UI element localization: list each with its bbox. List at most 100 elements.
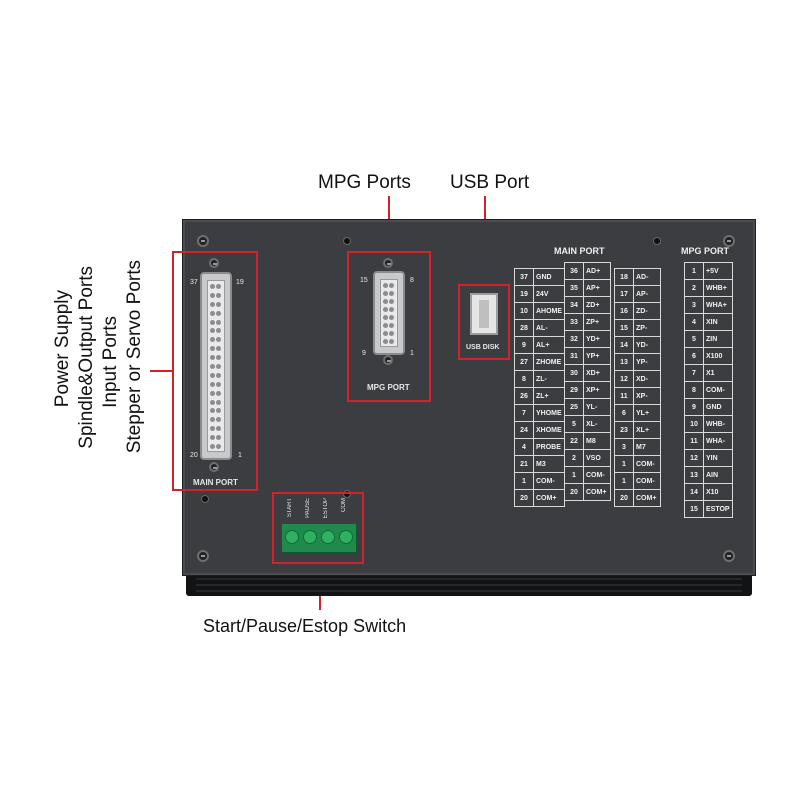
connector-pin bbox=[210, 399, 215, 405]
connector-pin bbox=[216, 355, 221, 361]
connector-pin bbox=[210, 435, 215, 441]
pin-signal: XL+ bbox=[633, 421, 661, 439]
pin-number: 10 bbox=[514, 302, 534, 320]
pin-signal: COM- bbox=[633, 472, 661, 490]
connector-pin bbox=[389, 307, 394, 312]
pin-number: 14 bbox=[614, 336, 634, 354]
connector-pin bbox=[216, 426, 221, 432]
pin-number: 15 bbox=[684, 500, 704, 518]
pin-number: 14 bbox=[684, 483, 704, 501]
terminal-screw-icon bbox=[285, 530, 299, 544]
connector-pin bbox=[216, 408, 221, 414]
pin-signal: XD+ bbox=[583, 364, 611, 382]
pin-number: 2 bbox=[684, 279, 704, 297]
pin-signal: COM+ bbox=[583, 483, 611, 501]
pin-number: 20 bbox=[514, 489, 534, 507]
mpg-db-pin-label: 15 bbox=[360, 277, 368, 284]
pin-signal: YP+ bbox=[583, 347, 611, 365]
connector-pin bbox=[210, 444, 215, 449]
pin-signal: COM- bbox=[633, 455, 661, 473]
pin-signal: AP+ bbox=[583, 279, 611, 297]
pin-number: 31 bbox=[564, 347, 584, 365]
pin-signal: WHA- bbox=[703, 432, 733, 450]
pin-signal: AHOME bbox=[532, 302, 566, 320]
pin-row: 1+5V bbox=[684, 262, 733, 280]
connector-pin bbox=[210, 310, 215, 316]
pin-signal: WHA+ bbox=[703, 296, 733, 314]
pin-signal: AL- bbox=[532, 319, 566, 337]
connector-pin bbox=[210, 355, 215, 361]
pin-number: 1 bbox=[514, 472, 534, 490]
screw-icon bbox=[197, 235, 209, 247]
terminal-screw-icon bbox=[303, 530, 317, 544]
connector-pin bbox=[216, 292, 221, 298]
connector-pin bbox=[383, 299, 388, 304]
pin-number: 1 bbox=[684, 262, 704, 280]
usb-port[interactable] bbox=[470, 293, 498, 335]
left-label-2: Input Ports bbox=[100, 316, 121, 408]
pin-number: 26 bbox=[514, 387, 534, 405]
pin-signal: ESTOP bbox=[703, 500, 733, 518]
connector-pin bbox=[383, 323, 388, 328]
pin-number: 8 bbox=[514, 370, 534, 388]
main-db37-connector[interactable] bbox=[200, 272, 232, 460]
pin-signal: XIN bbox=[703, 313, 733, 331]
pin-signal: YD- bbox=[633, 336, 661, 354]
mpg-table-title: MPG PORT bbox=[681, 246, 730, 256]
main-db-pin-label: 1 bbox=[238, 452, 242, 459]
pin-signal: ZIN bbox=[703, 330, 733, 348]
connector-pin bbox=[210, 319, 215, 325]
connector-pin bbox=[216, 390, 221, 396]
pin-number: 20 bbox=[614, 489, 634, 507]
pin-number: 9 bbox=[514, 336, 534, 354]
start-pause-estop-terminal[interactable] bbox=[281, 523, 357, 553]
pin-signal: XP+ bbox=[583, 381, 611, 399]
pin-number: 32 bbox=[564, 330, 584, 348]
pin-number: 18 bbox=[614, 268, 634, 286]
start-pause-estop-callout: Start/Pause/Estop Switch bbox=[203, 616, 407, 636]
connector-pin bbox=[216, 399, 221, 405]
pin-signal: ZP- bbox=[633, 319, 661, 337]
mpg-db15-connector[interactable] bbox=[373, 271, 405, 355]
usb-label: USB DISK bbox=[466, 344, 500, 351]
terminal-label: PAUSE bbox=[305, 498, 311, 518]
connector-pin bbox=[216, 417, 221, 423]
screw-icon bbox=[723, 235, 735, 247]
main-db-name: MAIN PORT bbox=[193, 478, 238, 487]
pin-signal: YL+ bbox=[633, 404, 661, 422]
connector-pin bbox=[383, 331, 388, 336]
connector-pin bbox=[389, 323, 394, 328]
pin-number: 10 bbox=[684, 415, 704, 433]
connector-pin bbox=[216, 328, 221, 334]
terminal-label: COM bbox=[341, 498, 347, 512]
connector-pin bbox=[210, 301, 215, 307]
connector-pin bbox=[210, 408, 215, 414]
pin-signal: +5V bbox=[703, 262, 733, 280]
connector-pin bbox=[389, 291, 394, 296]
connector-pin bbox=[389, 299, 394, 304]
pin-signal: ZL- bbox=[532, 370, 566, 388]
connector-pin bbox=[383, 315, 388, 320]
pin-signal: X1 bbox=[703, 364, 733, 382]
connector-pin bbox=[210, 284, 215, 289]
left-callout-labels: Stepper or Servo Ports Input Ports Spind… bbox=[50, 260, 150, 480]
connector-pin bbox=[216, 346, 221, 352]
